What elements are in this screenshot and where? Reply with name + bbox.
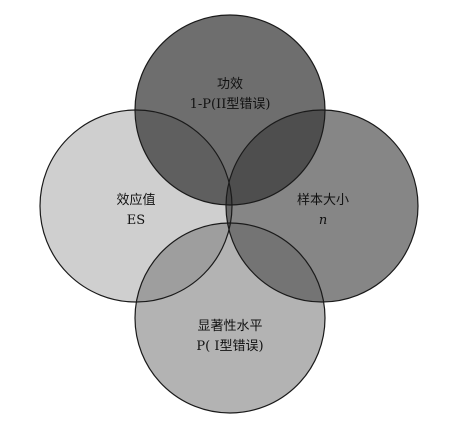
overlap-significance-effect: [135, 223, 232, 302]
power-label-line2: 1-P(II型错误): [190, 97, 271, 112]
significance-label-line2: P( I型错误): [196, 339, 263, 354]
overlap-significance-sample: [226, 223, 325, 302]
sample-label-line1: 样本大小: [297, 193, 349, 208]
effect-label-line1: 效应值: [116, 192, 155, 208]
significance-label-line1: 显著性水平: [197, 319, 262, 334]
effect-label-line2: ES: [127, 213, 145, 228]
overlap-power-effect: [135, 110, 232, 205]
power-outline: [134, 14, 326, 206]
sample-label-line2: n: [319, 213, 327, 228]
significance-outline: [134, 222, 326, 414]
power-label-line1: 功效: [217, 77, 243, 92]
sample-size-outline: [225, 109, 419, 303]
overlap-power-sample: [226, 110, 325, 205]
